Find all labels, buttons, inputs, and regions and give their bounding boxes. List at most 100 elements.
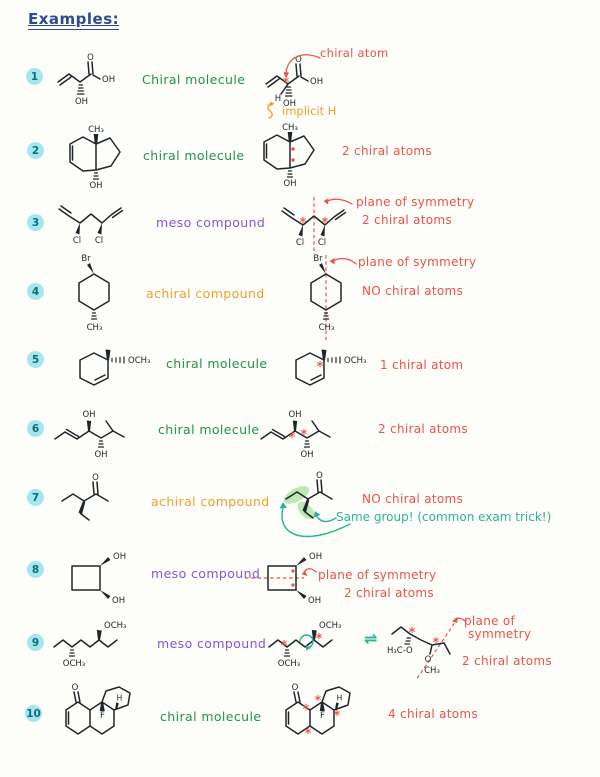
atom-label-ch3: CH₃ xyxy=(88,125,104,135)
annotation-count: 2 chiral atoms xyxy=(344,586,434,600)
atom-label-o: O xyxy=(316,471,323,481)
skeletal-bonds xyxy=(285,686,351,735)
skeletal-bonds xyxy=(265,63,309,97)
annotation-count: 4 chiral atoms xyxy=(388,707,478,721)
chiral-atom-markers xyxy=(281,632,322,647)
atom-label-oh: OH xyxy=(82,410,95,420)
atom-label-o: O xyxy=(292,683,299,693)
atom-label-br: Br xyxy=(313,254,323,264)
annotation-plane: plane of symmetry xyxy=(464,615,531,641)
example-number-badge: 6 xyxy=(27,420,44,437)
atom-label-ch3: CH₃ xyxy=(282,123,298,133)
classification-label: chiral molecule xyxy=(160,709,262,724)
structure-9-left: OCH₃ OCH₃ xyxy=(53,621,126,669)
skeletal-bonds xyxy=(295,349,341,386)
structure-9-annotated: OCH₃ OCH₃ xyxy=(268,621,341,669)
atom-label-o: O xyxy=(87,53,94,63)
structure-6-left: OH OH xyxy=(54,410,125,460)
annotation-count: 2 chiral atoms xyxy=(342,144,432,158)
example-number-badge: 8 xyxy=(27,561,44,578)
classification-label: chiral molecule xyxy=(143,148,245,163)
skeletal-bonds xyxy=(268,630,333,657)
plane-arrow xyxy=(329,257,357,265)
atom-label-o: O xyxy=(72,683,79,693)
atom-label-oh: OH xyxy=(112,596,125,606)
annotation-same-group: Same group! (common exam trick!) xyxy=(336,510,551,524)
annotation-count: NO chiral atoms xyxy=(362,492,464,506)
atom-label-h: H xyxy=(275,94,281,104)
atom-label-ch3: CH₃ xyxy=(424,666,440,676)
skeletal-bonds xyxy=(53,630,118,657)
structure-6-annotated: OH OH xyxy=(260,410,331,460)
atom-label-oh: OH xyxy=(309,552,322,562)
atom-label-ch3: CH₃ xyxy=(87,323,103,333)
atom-label-oh: OH xyxy=(283,99,296,109)
atom-label-o: O xyxy=(92,473,99,483)
skeletal-bonds xyxy=(260,420,331,448)
chiral-atom-markers xyxy=(291,569,295,587)
atom-label-o: O xyxy=(425,655,432,665)
example-number-badge: 3 xyxy=(27,214,44,231)
atom-label-oh: OH xyxy=(310,77,323,87)
skeletal-bonds xyxy=(79,349,125,386)
skeletal-bonds xyxy=(263,132,315,178)
atom-label-och3: OCH₃ xyxy=(104,621,126,631)
atom-label-oh: OH xyxy=(288,410,301,420)
chiral-atom-markers xyxy=(300,216,328,224)
annotation-plane: plane of symmetry xyxy=(356,195,475,209)
skeletal-bonds xyxy=(391,626,451,655)
arrow-to-lower-ethyl xyxy=(313,511,337,523)
classification-label: achiral compound xyxy=(146,286,265,301)
structure-3-left: Cl Cl xyxy=(58,205,124,246)
arrow-to-upper-ethyl xyxy=(279,502,351,538)
atom-label-h: H xyxy=(117,694,123,703)
chiral-atom-marker xyxy=(317,360,323,368)
skeletal-bonds xyxy=(310,263,342,320)
implicit-h-squiggle xyxy=(267,101,275,119)
chiral-atom-markers xyxy=(409,626,439,644)
atom-label-f: F xyxy=(320,711,325,721)
atom-label-oh: OH xyxy=(113,552,126,562)
atom-label-och3: OCH₃ xyxy=(319,621,341,631)
chiral-atom-markers xyxy=(291,147,295,162)
structure-5-annotated: OCH₃ xyxy=(295,349,366,386)
skeletal-bonds xyxy=(285,479,333,519)
classification-label: Chiral molecule xyxy=(142,72,246,87)
equilibrium-arrow: ⇌ xyxy=(364,629,378,648)
atom-label-oh: OH xyxy=(283,179,296,189)
annotation-count: 2 chiral atoms xyxy=(462,654,552,668)
same-group-arrows xyxy=(279,502,351,538)
atom-label-br: Br xyxy=(81,254,91,264)
page-title: Examples: xyxy=(28,10,120,30)
bond-rotation-arrow xyxy=(299,634,314,651)
chiral-atom-markers xyxy=(303,694,340,735)
example-number-badge: 9 xyxy=(27,634,44,651)
example-number-badge: 1 xyxy=(26,68,43,85)
plane-line1: plane of xyxy=(464,614,516,628)
skeletal-bonds xyxy=(58,205,124,235)
structure-7-annotated: O xyxy=(283,471,333,520)
skeletal-bonds xyxy=(69,134,121,180)
example-number-badge: 7 xyxy=(27,489,44,506)
atom-label-och3: OCH₃ xyxy=(344,356,366,366)
annotation-count: 1 chiral atom xyxy=(380,358,464,372)
atom-label-h3c-o: H₃C-O xyxy=(387,646,413,656)
atom-label-oh: OH xyxy=(94,450,107,460)
skeletal-bonds xyxy=(54,420,125,448)
structure-4-annotated: Br CH₃ xyxy=(310,254,357,340)
atom-label-oh: OH xyxy=(102,75,115,85)
chiral-atom-arrow xyxy=(283,54,321,79)
atom-label-och3: OCH₃ xyxy=(63,659,85,669)
structure-3-annotated: Cl Cl xyxy=(281,197,353,254)
classification-label: achiral compound xyxy=(151,494,270,509)
classification-label: chiral molecule xyxy=(166,356,268,371)
plane-arrow xyxy=(323,198,353,205)
structure-1-left: O OH OH xyxy=(57,53,115,107)
annotation-plane: plane of symmetry xyxy=(358,255,477,269)
skeletal-bonds xyxy=(71,557,111,599)
structure-4-left: Br CH₃ xyxy=(78,254,110,333)
atom-label-oh: OH xyxy=(300,450,313,460)
structure-10-left: O F H xyxy=(65,683,131,735)
atom-label-cl: Cl xyxy=(296,238,304,248)
